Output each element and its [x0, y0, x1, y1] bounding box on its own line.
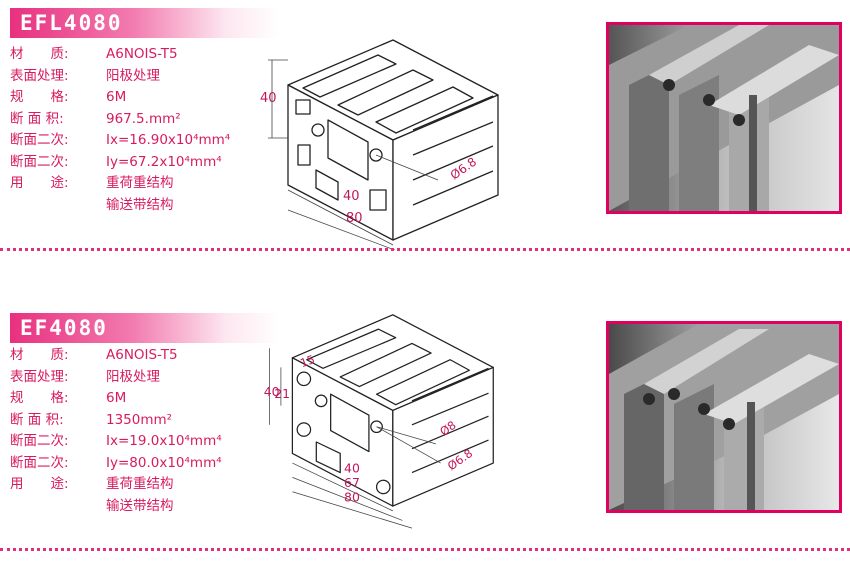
dim-height: 40 — [260, 91, 277, 106]
profile-drawing: 40 21 15 40 67 80 Ø8 Ø6.8 — [264, 314, 494, 529]
spec-row: 材 质:A6NOIS-T5 — [10, 46, 178, 62]
section-divider — [0, 248, 850, 251]
spec-row: 断面二次:Iy=67.2x10⁴mm⁴ — [10, 153, 222, 170]
spec-row: 断面二次:Ix=16.90x10⁴mm⁴ — [10, 132, 231, 148]
spec-row: 规 格:6M — [10, 390, 127, 406]
product-photo — [606, 321, 842, 513]
spec-row: 表面处理:阳极处理 — [10, 368, 160, 385]
product-title: EF4080 — [20, 316, 108, 340]
dim-height: 40 — [264, 384, 280, 399]
dim-width: 80 — [344, 489, 360, 504]
dim-mid: 40 — [344, 461, 360, 476]
title-bar — [10, 8, 280, 38]
product-title: EFL4080 — [20, 11, 123, 35]
spec-row: 材 质:A6NOIS-T5 — [10, 347, 178, 363]
profile-drawing: 40 40 80 Ø6.8 — [260, 39, 499, 250]
dim-slot: 15 — [298, 352, 317, 370]
dim-mid: 40 — [343, 189, 360, 204]
dim-inner: 21 — [274, 386, 290, 401]
spec-list: 材 质:A6NOIS-T5 表面处理:阳极处理 规 格:6M 断 面 积:967… — [10, 44, 230, 216]
title-bar — [10, 313, 280, 343]
product-photo — [606, 22, 842, 214]
spec-row-extra: 输送带结构 — [106, 196, 174, 213]
spec-row: 断面二次:Ix=19.0x10⁴mm⁴ — [10, 433, 222, 449]
dim-width: 80 — [346, 211, 363, 226]
spec-row: 表面处理:阳极处理 — [10, 67, 160, 84]
spec-row: 断面二次:Iy=80.0x10⁴mm⁴ — [10, 454, 222, 471]
section-divider — [0, 548, 850, 551]
spec-row: 用 途:重荷重结构 — [10, 175, 174, 191]
spec-row: 规 格:6M — [10, 89, 127, 105]
spec-row: 断 面 积:1350mm² — [10, 411, 173, 428]
product-section-ef4080: EF4080 材 质:A6NOIS-T5 表面处理:阳极处理 规 格:6M 断 … — [0, 305, 850, 588]
spec-list: 材 质:A6NOIS-T5 表面处理:阳极处理 规 格:6M 断 面 积:135… — [10, 345, 222, 517]
spec-row-extra: 输送带结构 — [106, 497, 174, 514]
product-section-efl4080: EFL4080 材 质:A6NOIS-T5 表面处理:阳极处理 规 格:6M 断… — [0, 0, 850, 283]
dim-span: 67 — [344, 475, 360, 490]
spec-row: 断 面 积:967.5.mm² — [10, 110, 181, 127]
spec-row: 用 途:重荷重结构 — [10, 476, 174, 492]
